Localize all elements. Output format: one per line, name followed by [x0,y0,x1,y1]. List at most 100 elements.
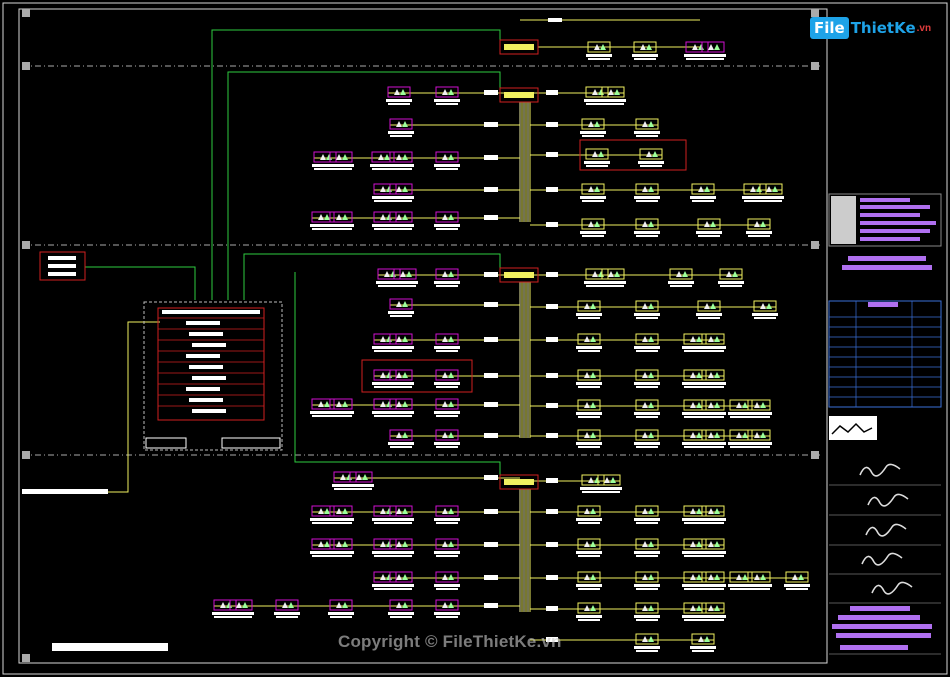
text-label-block [576,412,602,415]
fixture-icon [648,605,654,611]
device-box [747,399,771,411]
device-box [313,151,337,163]
text-label-block [684,350,706,352]
fixture-icon [696,402,702,408]
fixture-icon [590,541,596,547]
panel-row-label [186,354,220,358]
device-box [373,211,397,223]
device-box [601,86,625,98]
fixture-icon [442,432,448,438]
text-label-block [484,373,498,378]
fixture-icon [588,477,594,483]
fixture-icon [400,271,406,277]
text-label-block [332,484,358,487]
text-label-block [634,196,660,199]
text-label-block [580,131,606,134]
fixture-icon [676,271,682,277]
fixture-icon [642,221,648,227]
fixture-icon [696,541,702,547]
text-label-block [434,224,460,227]
fixture-icon [642,402,648,408]
text-label-block [484,575,498,580]
text-label-block [312,164,338,167]
text-label-block [698,317,720,319]
device-box [577,602,601,614]
device-box [389,298,413,310]
fixture-icon [708,432,714,438]
text-label-block [670,285,692,287]
device-box [635,300,659,312]
device-box [435,398,459,410]
device-box [435,268,459,280]
text-label-block [578,416,600,418]
fixture-icon [396,121,402,127]
text-label-block [684,416,706,418]
fixture-icon [708,508,714,514]
floor-marker-right [811,9,819,17]
fixture-icon [402,214,408,220]
main-distribution-panel [39,251,283,451]
text-label-block [720,285,742,287]
device-box [635,218,659,230]
device-box [719,268,743,280]
text-label-block [330,555,352,557]
device-box [435,599,459,611]
text-label-block [634,231,660,234]
device-box [585,148,609,160]
text-label-block [390,588,412,590]
device-box [435,211,459,223]
text-label-block [636,135,658,137]
text-label-block [634,412,660,415]
text-label-block [684,446,706,448]
fixture-icon [756,186,762,192]
text-label-block [684,522,706,524]
device-box [373,333,397,345]
fixture-icon [584,402,590,408]
fixture-icon [396,432,402,438]
device-box [577,538,601,550]
fixture-icon [442,602,448,608]
text-label-block [334,488,356,490]
fixture-icon [448,508,454,514]
text-label-block [582,235,604,237]
text-label-block [580,487,606,490]
text-label-block [700,54,726,57]
device-box [697,218,721,230]
text-label-block [434,99,460,102]
device-box [753,300,777,312]
text-label-block [484,603,498,608]
fixture-icon [386,336,392,342]
text-label-block [702,446,724,448]
fixture-icon [696,372,702,378]
device-box [373,571,397,583]
device-box [685,41,709,53]
text-label-block [484,402,498,407]
fixture-icon [396,214,402,220]
text-label-block [388,518,414,521]
text-label-block [576,313,602,316]
fixture-icon [442,372,448,378]
text-label-block [436,386,458,388]
text-label-block [760,200,782,202]
text-label-block [578,350,600,352]
text-label-block [372,168,394,170]
fixture-icon [324,401,330,407]
text-label-block [700,551,726,554]
panel-row-label [192,343,226,347]
titleblock-text-line [860,213,920,217]
wire [294,272,501,475]
device-box [577,300,601,312]
text-label-block [684,386,706,388]
text-label-block [48,256,76,260]
fixture-icon [608,271,614,277]
device-box [747,429,771,441]
floor-marker-left [22,451,30,459]
text-label-block [434,612,460,615]
device-box [701,538,725,550]
text-label-block [636,650,658,652]
fixture-icon [642,336,648,342]
text-label-block [686,58,708,60]
text-label-block [546,606,558,611]
device-box [697,300,721,312]
